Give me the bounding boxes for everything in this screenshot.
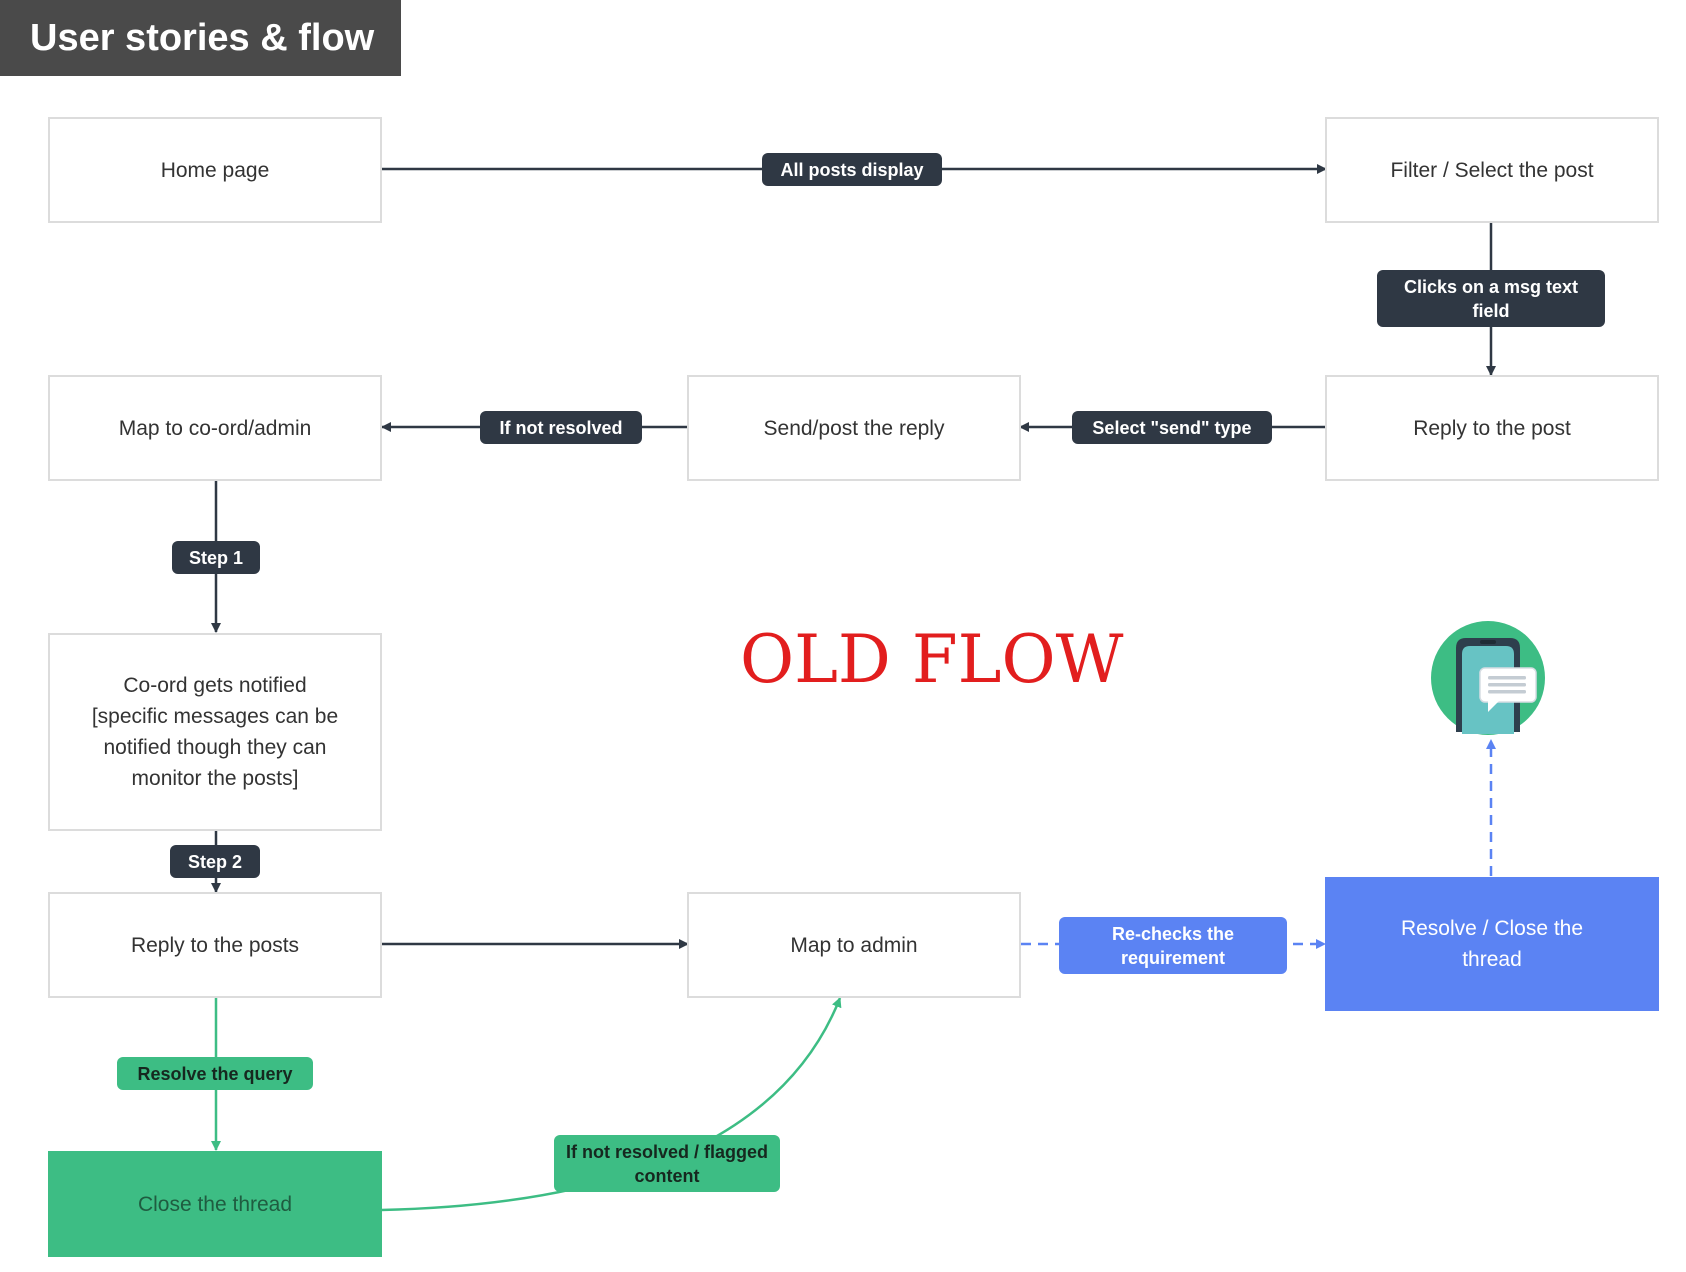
- node-map-coord-admin: Map to co-ord/admin: [48, 375, 382, 481]
- label-rechecks-requirement: Re-checks the requirement: [1059, 917, 1287, 974]
- node-send-post-reply: Send/post the reply: [687, 375, 1021, 481]
- label-resolve-the-query: Resolve the query: [117, 1057, 313, 1090]
- label-if-not-resolved: If not resolved: [480, 411, 642, 444]
- label-step-2: Step 2: [170, 845, 260, 878]
- node-reply-to-post: Reply to the post: [1325, 375, 1659, 481]
- label-all-posts-display: All posts display: [762, 153, 942, 186]
- label-select-send-type: Select "send" type: [1072, 411, 1272, 444]
- page-title: User stories & flow: [0, 0, 401, 76]
- old-flow-watermark: OLD FLOW: [740, 621, 1124, 698]
- label-clicks-msg-field: Clicks on a msg text field: [1377, 270, 1605, 327]
- node-close-thread: Close the thread: [48, 1151, 382, 1257]
- node-filter-select: Filter / Select the post: [1325, 117, 1659, 223]
- node-reply-to-posts: Reply to the posts: [48, 892, 382, 998]
- label-step-1: Step 1: [172, 541, 260, 574]
- phone-chat-icon: [1430, 620, 1546, 736]
- node-resolve-close-thread: Resolve / Close the thread: [1325, 877, 1659, 1011]
- node-coord-notified: Co-ord gets notified [specific messages …: [48, 633, 382, 831]
- label-not-resolved-flagged: If not resolved / flagged content: [554, 1135, 780, 1192]
- node-home-page: Home page: [48, 117, 382, 223]
- node-map-to-admin: Map to admin: [687, 892, 1021, 998]
